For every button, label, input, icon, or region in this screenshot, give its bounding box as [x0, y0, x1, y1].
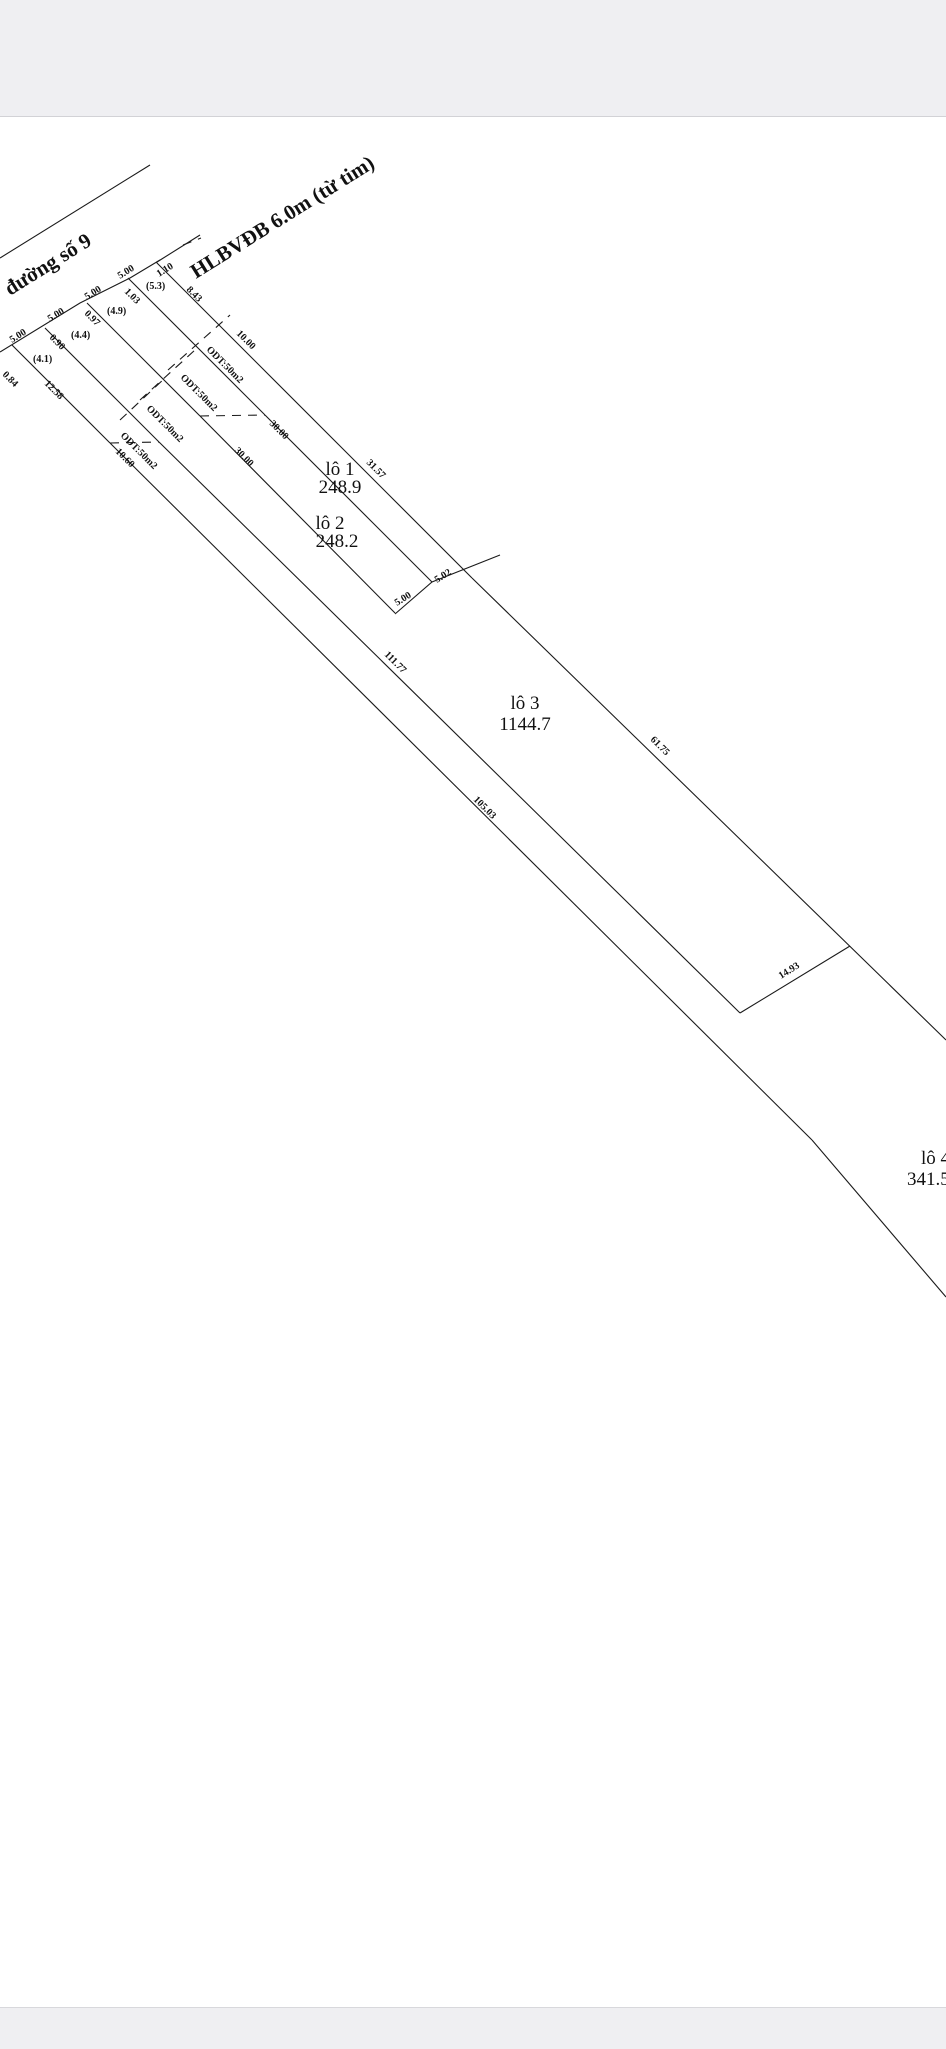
dim-side-b: 30.00: [232, 445, 256, 469]
lot1-name: lô 1: [325, 459, 354, 480]
dim-front-2: 5.00: [46, 306, 67, 325]
dim-paren-1: (4.1): [33, 354, 52, 365]
lot12-rear: [394, 554, 501, 615]
front-boundary: [0, 259, 161, 353]
dim-setback-1: 0.84: [0, 369, 20, 389]
lot4-area: 341.5: [907, 1169, 946, 1190]
dim-long-side: 105.03: [471, 794, 498, 821]
lot3-left-boundary: [158, 441, 741, 1014]
lot1-right-line: [155, 261, 473, 579]
lot2-line: [199, 415, 396, 614]
lot-line-1: [11, 344, 111, 444]
road-edge-line: [0, 164, 151, 259]
dim-setback-2: 0.90: [47, 332, 67, 352]
dim-setback-3: 0.97: [82, 308, 102, 328]
dim-paren-2: (4.4): [71, 330, 90, 341]
lot3-right-boundary: [471, 577, 946, 1041]
drawing-sheet: HLBVĐB 6.0m (từ tim) đường số 9 lô 1 248…: [0, 117, 946, 2007]
odt-dash-3: [139, 349, 196, 401]
dim-front-1: 5.00: [8, 327, 29, 346]
odt-label-1: ODT:50m2: [204, 344, 245, 385]
dim-front-4: 5.00: [116, 263, 137, 282]
odt-dash-5: [199, 414, 266, 417]
cadastral-plan: HLBVĐB 6.0m (từ tim) đường số 9 lô 1 248…: [0, 150, 946, 1298]
lot1-area: 248.9: [319, 477, 362, 498]
dim-lot-rear-2: 5.00: [393, 590, 414, 609]
odt-dash-1: [109, 441, 160, 444]
dim-depth-a: 10.00: [234, 328, 258, 352]
dim-lot3-left: 111.77: [382, 649, 408, 675]
road-centre-dash: [182, 237, 202, 246]
long-boundary: [109, 442, 813, 1141]
lot-line-3: [86, 302, 201, 417]
odt-label-3: ODT:50m2: [144, 403, 185, 444]
odt-dash-2: [119, 377, 166, 421]
lot3-area: 1144.7: [499, 714, 551, 735]
street-label: đường số 9: [0, 228, 96, 300]
lot3-name: lô 3: [510, 693, 539, 714]
road-label: HLBVĐB 6.0m (từ tim): [186, 150, 379, 283]
viewer-top-bar: [0, 0, 946, 117]
odt-dash-4: [167, 314, 231, 371]
odt-label-2: ODT:50m2: [178, 372, 219, 413]
lot1-line: [264, 414, 433, 583]
dim-lot3-right: 61.75: [648, 734, 672, 758]
lot-line-4: [127, 277, 266, 416]
lot4-boundary: [811, 1139, 946, 1298]
lot2-area: 248.2: [316, 531, 359, 552]
lot2-name: lô 2: [315, 513, 344, 534]
lot-line-2: [44, 327, 160, 443]
dim-lot-rear-1: 5.02: [433, 567, 454, 586]
dim-depth-b: 12.58: [42, 378, 66, 402]
dim-side-a: 30.00: [267, 418, 291, 442]
viewer-bottom-bar: [0, 2007, 946, 2049]
dim-setback-5: 8.43: [184, 284, 204, 304]
road-edge-line-short: [156, 234, 201, 263]
lot3-rear: [739, 945, 851, 1014]
lot4-name: lô 4: [921, 1148, 946, 1169]
dim-lot1-side: 31.57: [364, 457, 388, 481]
dim-front-3: 5.00: [83, 284, 104, 303]
dim-paren-4: (5.3): [146, 281, 165, 292]
dim-paren-3: (4.9): [107, 306, 126, 317]
